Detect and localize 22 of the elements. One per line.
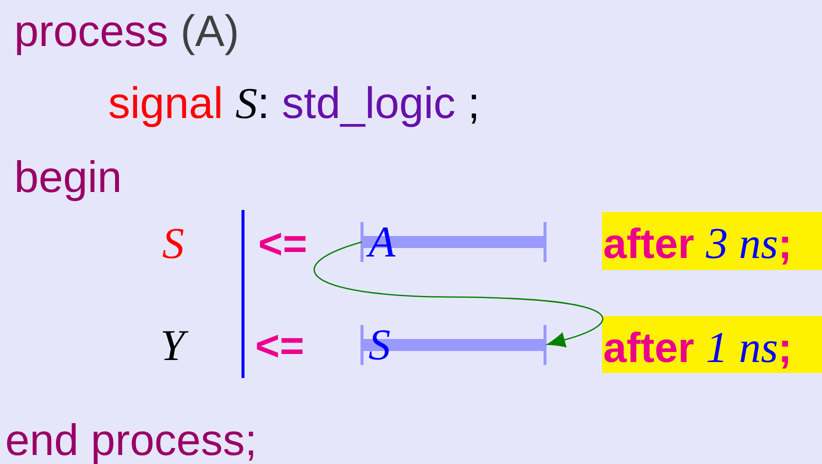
code-keyword: end process; <box>7 423 254 464</box>
arrow <box>314 241 604 348</box>
punctuation: ; <box>472 94 476 124</box>
timeline-bar: A <box>360 220 546 264</box>
assignment-operator: <= <box>260 232 306 256</box>
punctuation: : <box>261 94 266 118</box>
punctuation: ; <box>782 340 788 369</box>
code-keyword: signal <box>109 86 220 128</box>
delay-value: 1 ns <box>707 332 777 362</box>
delay-value: 3 ns <box>706 228 777 258</box>
timeline-bar: S <box>360 324 546 366</box>
signal-name: S <box>236 88 257 118</box>
code-text: (A) <box>183 14 236 56</box>
type-name: std_logic <box>283 86 454 128</box>
code-keyword: after <box>604 332 694 362</box>
code-keyword: process <box>17 22 167 56</box>
code-keyword: after <box>604 228 694 258</box>
signal-name: Y <box>162 331 189 360</box>
assignment-operator: <= <box>256 334 303 358</box>
code-keyword: begin <box>17 160 119 202</box>
punctuation: ; <box>782 236 788 265</box>
signal-name: S <box>162 228 184 258</box>
